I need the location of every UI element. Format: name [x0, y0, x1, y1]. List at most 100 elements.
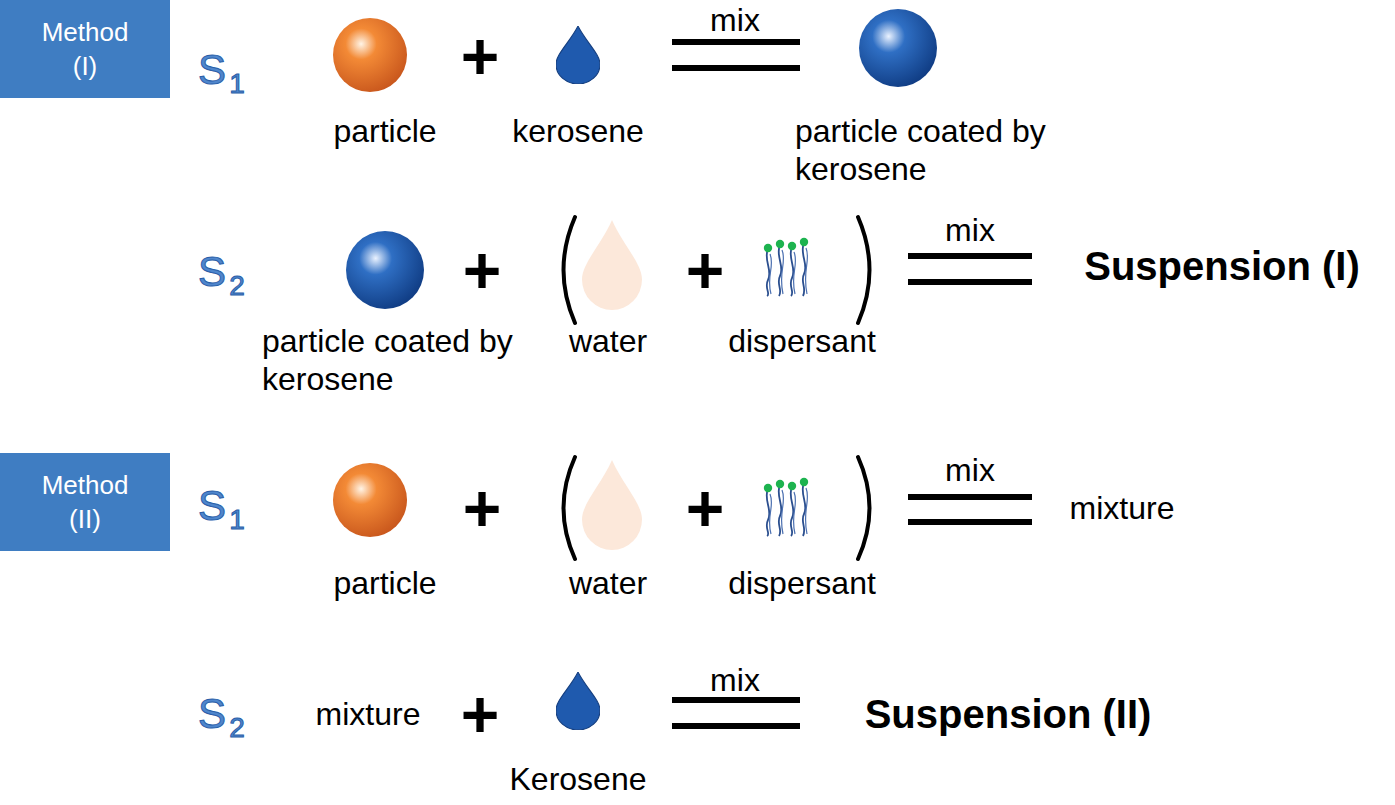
head [800, 238, 808, 246]
plus-sign: + [686, 237, 725, 303]
tail [791, 246, 794, 296]
component: Kerosene [556, 672, 600, 730]
component-caption: water [558, 564, 658, 602]
right-bracket [858, 457, 870, 559]
tail [779, 484, 782, 536]
tail [779, 244, 782, 296]
tail [803, 242, 806, 296]
tail [805, 248, 807, 294]
text-label: mixture [316, 698, 421, 730]
coated-particle-sphere [345, 230, 425, 310]
step-label: 2 [229, 714, 245, 742]
plus-sign: + [463, 237, 502, 303]
particle-sphere [332, 17, 408, 93]
box-fill [0, 453, 170, 551]
result-label: Suspension (I) [1084, 246, 1360, 286]
water-drop [582, 460, 642, 550]
step-label: 2 [229, 272, 245, 300]
method-label: Method (I) [27, 15, 143, 83]
tail [791, 486, 794, 536]
text-label: mixture [1070, 492, 1175, 524]
component-caption: dispersant [712, 322, 892, 360]
coated-particle-sphere [858, 8, 938, 88]
head [764, 244, 772, 252]
plus-sign: + [463, 475, 502, 541]
kerosene-drop [556, 26, 600, 84]
method-box [0, 0, 170, 98]
component-caption: kerosene [498, 112, 658, 150]
drop [582, 220, 642, 310]
component: kerosene [556, 26, 600, 84]
drop [582, 460, 642, 550]
method-label: Method (II) [27, 468, 143, 536]
result-label: Suspension (II) [865, 694, 1152, 734]
equals-line [908, 519, 1032, 525]
tail [781, 250, 783, 294]
equals-line [908, 253, 1032, 259]
component: water [582, 220, 642, 310]
tail [803, 482, 806, 536]
step-label: S [198, 251, 226, 293]
plus-sign: + [461, 23, 500, 89]
box-fill [0, 0, 170, 98]
dispersant-icon [760, 236, 812, 298]
step-label: 1 [229, 506, 245, 534]
tail [805, 488, 807, 534]
sphere [333, 18, 407, 92]
plus-sign: + [461, 681, 500, 747]
head [788, 482, 796, 490]
dispersant-icon [760, 476, 812, 538]
tail [767, 248, 770, 296]
component: particle [332, 462, 408, 538]
step-label: S [198, 49, 226, 91]
component: particle coated by kerosene [345, 230, 425, 310]
head [800, 478, 808, 486]
text-label: mix [710, 4, 760, 36]
particle-sphere [332, 462, 408, 538]
component-caption: Kerosene [498, 760, 658, 798]
head [776, 480, 784, 488]
tail [793, 492, 795, 534]
left-bracket [564, 217, 576, 323]
component-caption: water [558, 322, 658, 360]
text-label: mix [710, 664, 760, 696]
component: particle [332, 17, 408, 93]
water-drop [582, 220, 642, 310]
head [776, 240, 784, 248]
head [788, 242, 796, 250]
text-label: mix [945, 454, 995, 486]
component-caption: dispersant [712, 564, 892, 602]
tail [781, 490, 783, 534]
tail [793, 252, 795, 294]
component-caption: particle coated by kerosene [795, 112, 1075, 188]
equals-line [908, 279, 1032, 285]
sphere [346, 231, 424, 309]
head [764, 484, 772, 492]
component: water [582, 460, 642, 550]
equals-line [908, 494, 1032, 500]
tail [769, 254, 771, 294]
method-box [0, 453, 170, 551]
equals-line [672, 39, 800, 45]
component-caption: particle [300, 564, 470, 602]
component: particle coated by kerosene [858, 8, 938, 88]
component-caption: particle [300, 112, 470, 150]
text-label: mix [945, 214, 995, 246]
drop [556, 672, 600, 730]
sphere [859, 9, 937, 87]
brackets [564, 217, 870, 559]
component: dispersant [760, 236, 812, 298]
step-label: 1 [229, 70, 245, 98]
equals-line [672, 723, 800, 729]
tail [767, 488, 770, 536]
step-label: S [198, 693, 226, 735]
kerosene-drop [556, 672, 600, 730]
component: dispersant [760, 476, 812, 538]
left-bracket [564, 457, 576, 559]
tail [769, 494, 771, 534]
sphere [333, 463, 407, 537]
method-box: Method (I) [0, 0, 170, 98]
method-box: Method (II) [0, 453, 170, 551]
plus-sign: + [686, 475, 725, 541]
